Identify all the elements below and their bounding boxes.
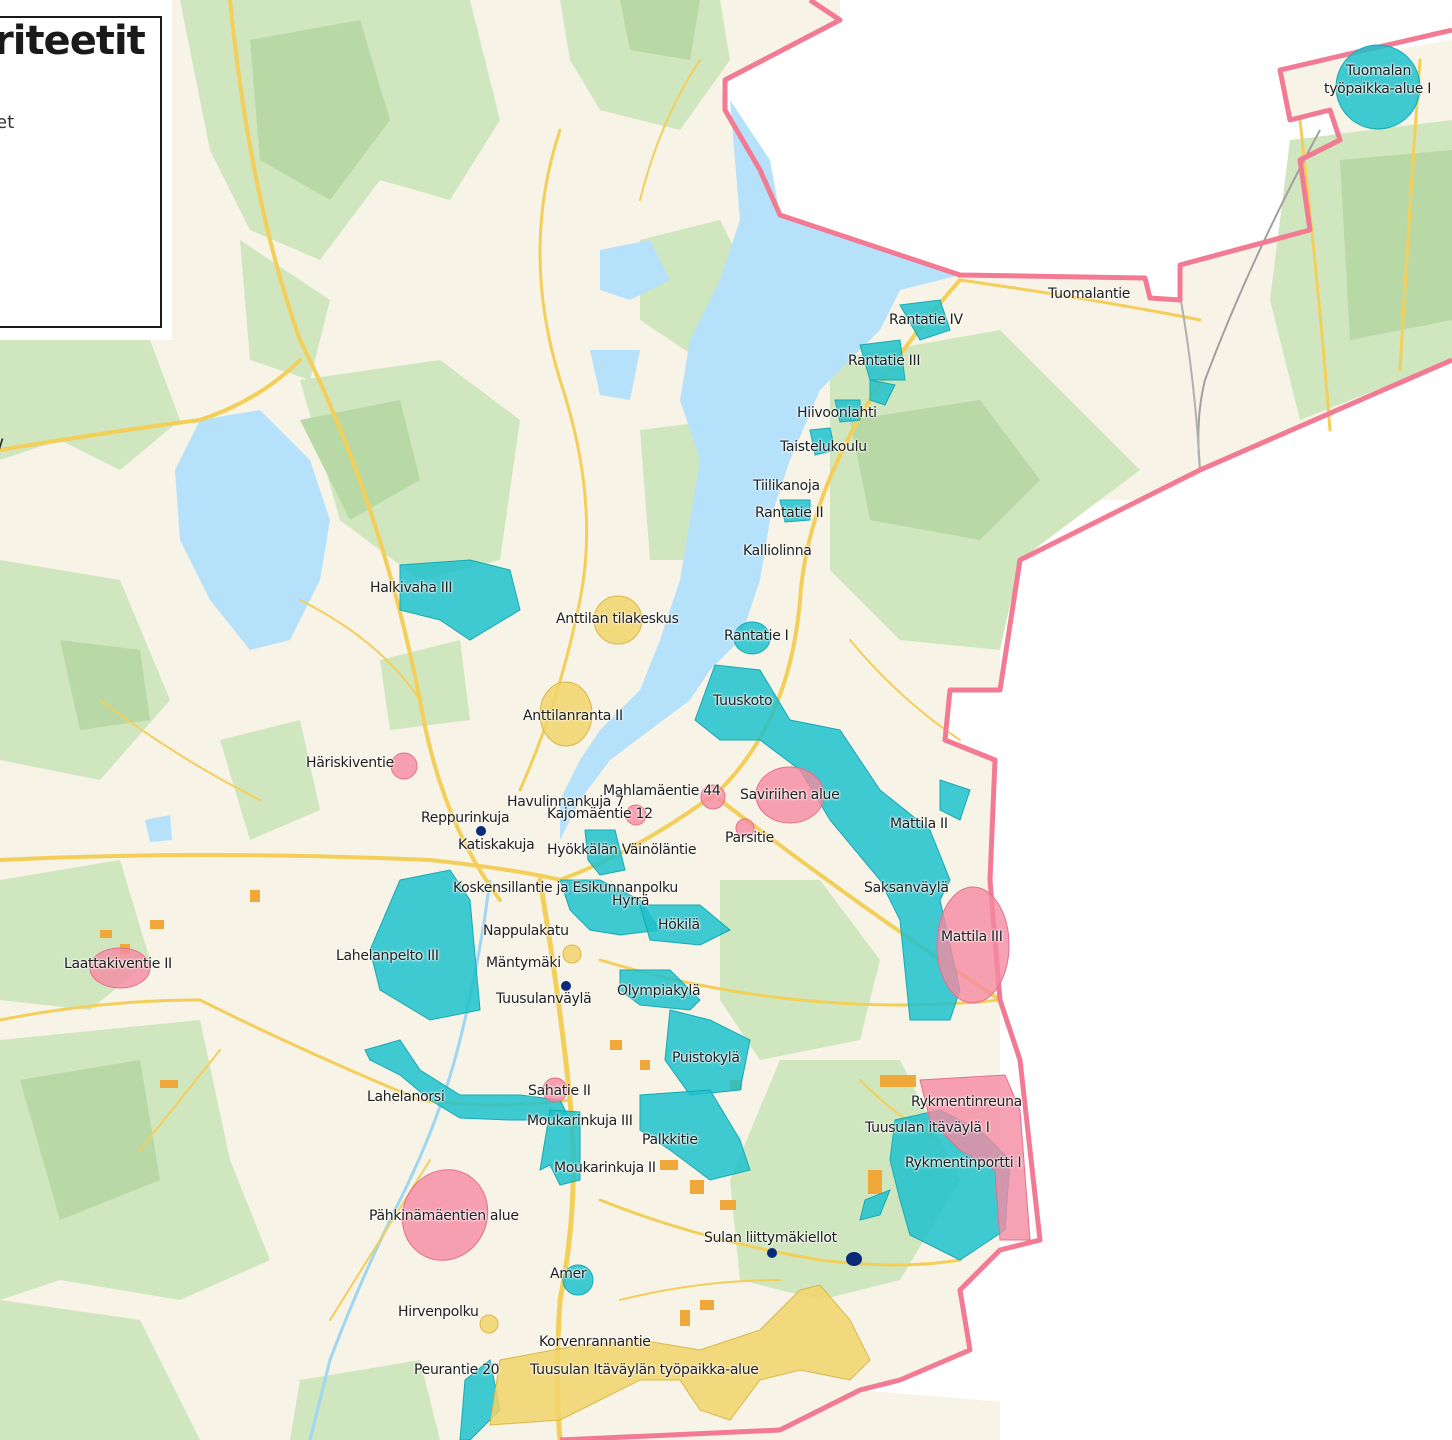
label-mahlamaentie: Mahlamäentie 44	[603, 783, 721, 799]
label-mantymaki: Mäntymäki	[486, 955, 561, 971]
label-hariskiventie: Häriskiventie	[306, 755, 394, 771]
area-tuomalan-tyopaikka	[1335, 44, 1421, 130]
label-amer: Amer	[550, 1266, 587, 1282]
area-palkkitie	[639, 1089, 751, 1181]
label-itavaylan-tyopaikka-alue: Tuusulan Itäväylän työpaikka-alue	[530, 1362, 759, 1378]
area-tuuskoto-saksanvayla	[694, 664, 961, 1021]
forest-dark-areas	[20, 0, 1452, 1220]
area-saviriihen	[755, 766, 825, 824]
outside-area-north	[720, 0, 1452, 300]
legend-box	[0, 16, 162, 328]
label-hokila: Hökilä	[658, 917, 700, 933]
label-tyopaikka-alue: työpaikka-alue I	[1324, 81, 1432, 97]
label-mattila-ii: Mattila II	[890, 816, 948, 832]
label-tuusulanvayla: Tuusulanväylä	[496, 991, 592, 1007]
label-saksanvayla: Saksanväylä	[864, 880, 949, 896]
area-itavaylan-tyopaikka	[489, 1284, 871, 1426]
label-nappulakatu: Nappulakatu	[483, 923, 569, 939]
label-palkkitie: Palkkitie	[642, 1132, 698, 1148]
label-tuomalantie: Tuomalantie	[1048, 286, 1131, 302]
label-mattila-iii: Mattila III	[941, 929, 1003, 945]
label-rantatie-i: Rantatie I	[724, 628, 789, 644]
label-kajomaentie: Kajomäentie 12	[547, 806, 653, 822]
label-sulan-liittymakiellot: Sulan liittymäkiellot	[704, 1230, 837, 1246]
area-lahelanpelto	[369, 869, 481, 1021]
label-hyokkalan-vainolantie: Hyökkälän Väinöläntie	[547, 842, 697, 858]
label-saviriihen-alue: Saviriihen alue	[740, 787, 840, 803]
area-anttilanranta	[539, 681, 593, 747]
lake-tuusulanjarvi	[560, 100, 960, 840]
point-markers[interactable]	[476, 826, 862, 1266]
buildings	[100, 890, 916, 1326]
label-rykmentinportti-i: Rykmentinportti I	[905, 1155, 1022, 1171]
label-hirvenpolku: Hirvenpolku	[398, 1304, 479, 1320]
railway-branch	[1179, 294, 1201, 471]
label-taistelukoulu: Taistelukoulu	[780, 439, 867, 455]
area-mattila-iii	[936, 886, 1010, 1004]
label-tuusulan-itavayla-i: Tuusulan itäväylä I	[865, 1120, 990, 1136]
label-rantatie-iii: Rantatie III	[848, 353, 921, 369]
label-tiilikanoja: Tiilikanoja	[753, 478, 820, 494]
area-puistokyla	[664, 1009, 751, 1096]
label-lahelanpelto-iii: Lahelanpelto III	[336, 948, 439, 964]
railway	[1197, 129, 1321, 471]
label-anttilanranta-ii: Anttilanranta II	[523, 708, 623, 724]
label-rantatie-iv: Rantatie IV	[889, 312, 963, 328]
label-laattakiventie-ii: Laattakiventie II	[64, 956, 172, 972]
legend-text: et	[0, 112, 15, 133]
area-pahkinamaentien	[401, 1169, 489, 1261]
label-korvenrannantie: Korvenrannantie	[539, 1334, 651, 1350]
label-parsitie: Parsitie	[725, 830, 774, 846]
teal-areas[interactable]	[364, 44, 1421, 1440]
lakes	[145, 100, 960, 842]
lake-rusutjarvi	[175, 410, 330, 650]
label-olympiakyla: Olympiakylä	[617, 983, 701, 999]
label-reppurinkuja: Reppurinkuja	[421, 810, 510, 826]
label-pahkinamaentien-alue: Pähkinämäentien alue	[369, 1208, 519, 1224]
label-sahatie-ii: Sahatie II	[528, 1083, 591, 1099]
label-anttilan-tilakeskus: Anttilan tilakeskus	[556, 611, 679, 627]
label-kalliolinna: Kalliolinna	[743, 543, 812, 559]
label-hyrra: Hyrrä	[612, 893, 650, 909]
label-katiskakuja: Katiskakuja	[458, 837, 535, 853]
label-havulinnankuja: Havulinnankuja 7	[507, 794, 624, 810]
pink-areas[interactable]	[89, 752, 1031, 1274]
area-halkivaha	[399, 559, 521, 641]
label-halkivaha-iii: Halkivaha III	[370, 580, 453, 596]
label-rantatie-ii: Rantatie II	[755, 505, 824, 521]
legend-title: riteetit	[0, 18, 146, 64]
edge-mark: /	[0, 436, 3, 461]
label-lahelanorsi: Lahelanorsi	[367, 1089, 445, 1105]
area-rykmentinreuna	[919, 1074, 1031, 1241]
label-moukarinkuja-iii: Moukarinkuja III	[527, 1113, 633, 1129]
label-tuomalan: Tuomalan	[1346, 63, 1412, 79]
area-anttilan-tilakeskus	[593, 595, 643, 645]
area-hokila	[639, 904, 731, 946]
yellow-areas[interactable]	[479, 595, 871, 1426]
label-peurantie-20: Peurantie 20	[414, 1362, 500, 1378]
label-tuuskoto: Tuuskoto	[713, 693, 773, 709]
label-puistokyla: Puistokylä	[672, 1050, 740, 1066]
outside-area-east	[1000, 500, 1452, 1440]
municipal-boundary	[559, 0, 1452, 1440]
label-koskensillantie: Koskensillantie ja Esikunnanpolku	[453, 880, 678, 896]
label-rykmentinreuna: Rykmentinreuna	[911, 1094, 1022, 1110]
label-hiivoonlahti: Hiivoonlahti	[797, 405, 877, 421]
label-moukarinkuja-ii: Moukarinkuja II	[554, 1160, 656, 1176]
